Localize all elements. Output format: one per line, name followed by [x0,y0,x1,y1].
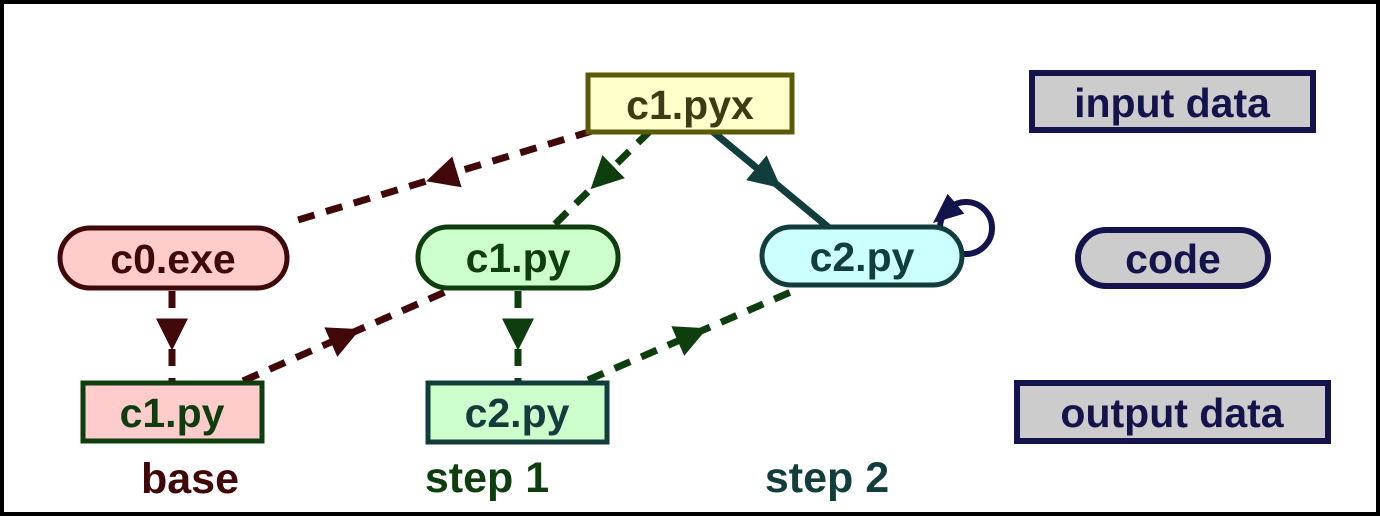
legend-output-data: output data [1014,380,1331,444]
legend-code-label: code [1125,236,1221,282]
node-c1-py-output-label: c1.py [120,390,225,436]
legend-input-data-label: input data [1074,80,1271,126]
node-c0-exe: c0.exe [57,225,290,291]
edge-c1py-output-to-c1py-code [241,285,454,385]
node-c1-pyx-label: c1.pyx [626,82,754,128]
legend-code-pill [1075,227,1271,289]
self-loop-arrowhead-icon [933,193,965,223]
node-c2-py-code: c2.py [759,224,965,288]
legend-output-data-label: output data [1060,390,1284,436]
node-c2-py-code-pill [759,224,965,288]
edge-c2py-output-to-c2py-code [586,284,802,384]
node-c1-py-code-label: c1.py [466,235,571,281]
node-c2-py-output-box [425,380,610,445]
node-c0-exe-pill [57,225,290,291]
node-c1-py-code: c1.py [415,224,621,291]
node-c1-pyx: c1.pyx [585,72,795,135]
node-c2-py-output: c2.py [425,380,610,445]
stage-label-base: base [141,455,239,503]
legend-input-data-box [1029,70,1316,133]
node-c1-py-code-pill [415,224,621,291]
edge-c1pyx-to-c0exe [286,127,594,227]
node-c2-py-output-label: c2.py [465,390,570,436]
edge-c1pyx-to-c1py-code [549,128,653,230]
stage-label-step2: step 2 [765,454,889,502]
legend-output-data-box [1014,380,1331,444]
stage-label-step1: step 1 [425,454,549,502]
node-c1-pyx-box [585,72,795,135]
edge-c1pyx-to-c2py-code [709,128,831,230]
legend-input-data: input data [1029,70,1316,133]
node-c1-py-output: c1.py [80,380,265,444]
node-c0-exe-label: c0.exe [110,236,235,282]
legend-code: code [1075,227,1271,289]
node-c2-py-code-label: c2.py [810,234,915,280]
node-c1-py-output-box [80,380,265,444]
